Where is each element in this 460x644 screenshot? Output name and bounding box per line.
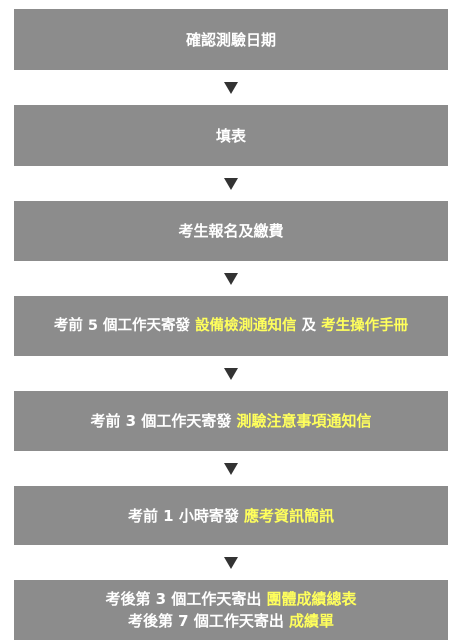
step-text: 考前 1 小時寄發 xyxy=(127,506,245,525)
arrow-down-icon xyxy=(224,462,238,475)
step-confirm-test-date: 確認測驗日期 xyxy=(14,9,448,70)
step-text: 確認測驗日期 xyxy=(185,30,276,49)
step-highlight-text: 成績單 xyxy=(289,612,335,630)
step-line: 考前 3 個工作天寄發 測驗注意事項通知信 xyxy=(90,410,371,432)
flow-connector xyxy=(14,545,448,580)
step-line: 考前 5 個工作天寄發 設備檢測通知信 及 考生操作手冊 xyxy=(54,315,408,337)
step-highlight-text: 團體成績總表 xyxy=(266,590,357,608)
step-highlight-text: 設備檢測通知信 xyxy=(195,318,297,334)
step-text: 考後第 3 個工作天寄出 xyxy=(105,590,267,608)
step-text: 考後第 7 個工作天寄出 xyxy=(127,612,290,630)
arrow-down-icon xyxy=(224,177,238,190)
step-line: 確認測驗日期 xyxy=(186,29,276,51)
step-line: 填表 xyxy=(216,125,246,147)
step-line: 考生報名及繳費 xyxy=(178,220,283,242)
step-text: 考前 3 個工作天寄發 xyxy=(90,412,237,430)
step-text: 考前 5 個工作天寄發 xyxy=(53,318,196,334)
step-highlight-text: 測驗注意事項通知信 xyxy=(236,412,372,430)
step-highlight-text: 考生操作手冊 xyxy=(321,318,409,334)
arrow-down-icon xyxy=(224,367,238,380)
flowchart: 確認測驗日期 填表 考生報名及繳費 考前 5 個工作天寄發 設備檢測通知信 及 … xyxy=(14,9,448,640)
step-text: 考生報名及繳費 xyxy=(178,222,284,240)
step-send-sms: 考前 1 小時寄發 應考資訊簡訊 xyxy=(14,486,448,545)
step-highlight-text: 應考資訊簡訊 xyxy=(244,506,335,525)
step-registration-payment: 考生報名及繳費 xyxy=(14,201,448,261)
arrow-down-icon xyxy=(224,81,238,94)
step-text: 及 xyxy=(296,318,322,334)
step-send-device-check-notice: 考前 5 個工作天寄發 設備檢測通知信 及 考生操作手冊 xyxy=(14,296,448,356)
flow-connector xyxy=(14,356,448,391)
flow-connector xyxy=(14,451,448,486)
step-text: 填表 xyxy=(215,126,246,145)
arrow-down-icon xyxy=(224,556,238,569)
step-line: 考後第 7 個工作天寄出 成績單 xyxy=(128,610,334,632)
step-fill-form: 填表 xyxy=(14,105,448,166)
step-send-test-notice: 考前 3 個工作天寄發 測驗注意事項通知信 xyxy=(14,391,448,451)
step-line: 考前 1 小時寄發 應考資訊簡訊 xyxy=(128,505,334,527)
step-line: 考後第 3 個工作天寄出 團體成績總表 xyxy=(105,588,356,610)
flow-connector xyxy=(14,166,448,201)
flow-connector xyxy=(14,70,448,105)
arrow-down-icon xyxy=(224,272,238,285)
flow-connector xyxy=(14,261,448,296)
step-send-results: 考後第 3 個工作天寄出 團體成績總表 考後第 7 個工作天寄出 成績單 xyxy=(14,580,448,640)
